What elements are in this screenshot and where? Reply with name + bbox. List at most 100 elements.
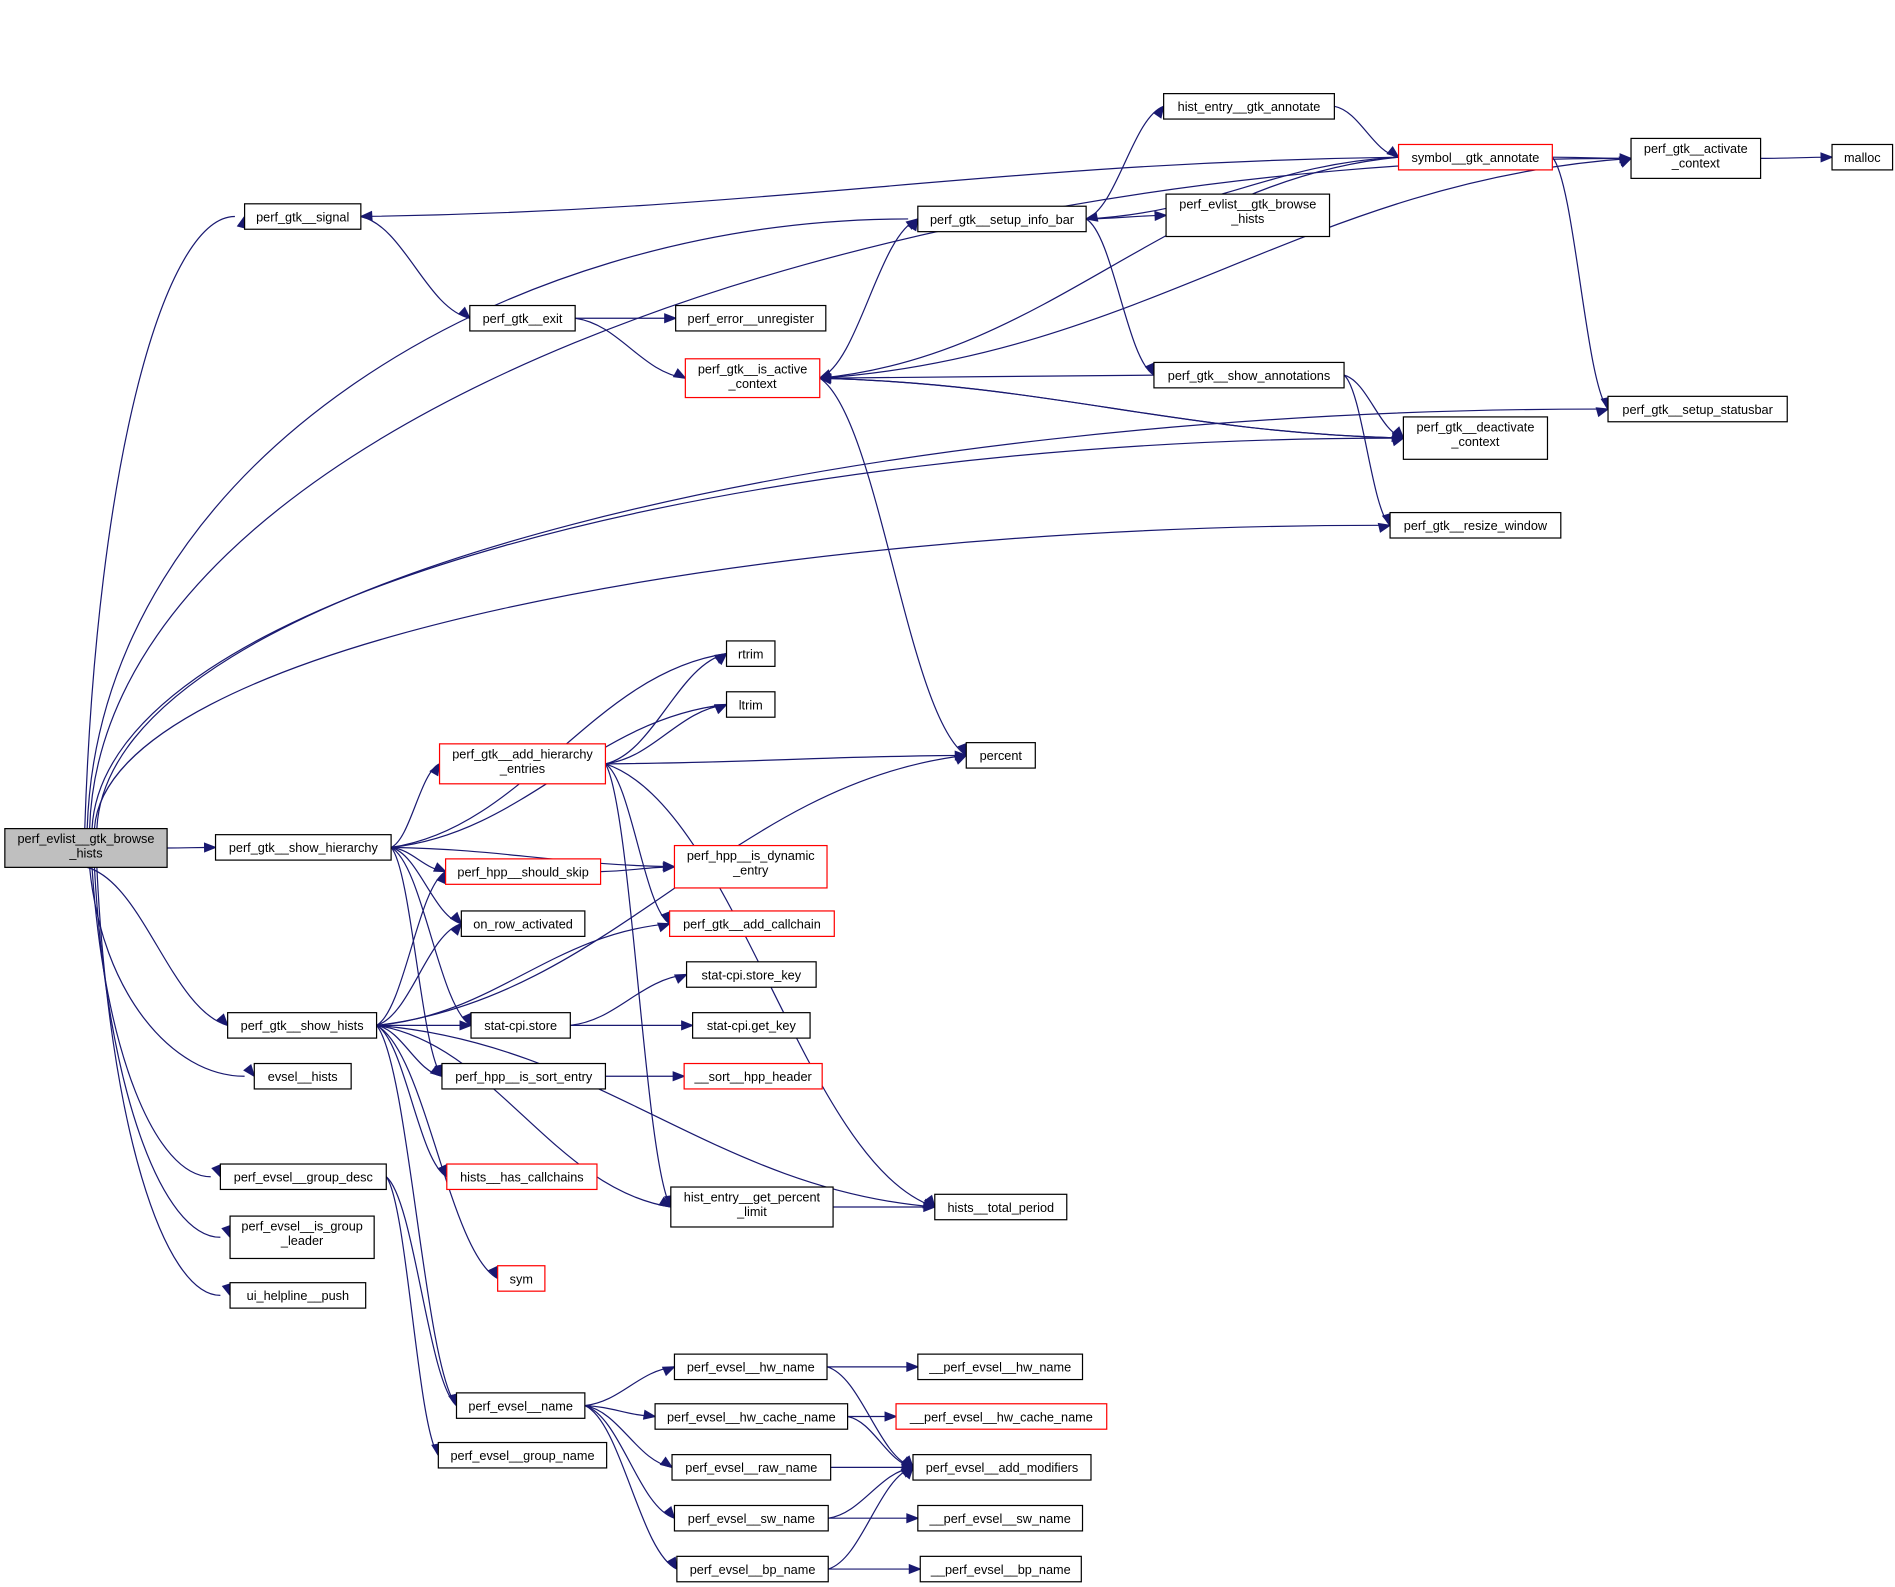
node-label: perf_evsel__raw_name — [685, 1460, 817, 1475]
arrowhead-icon — [664, 313, 678, 324]
edge-show_hier-to-should_skip — [391, 846, 448, 873]
edge-root-to-show_hier — [167, 842, 218, 853]
arrowhead-icon — [450, 922, 463, 936]
node-group-name[interactable]: perf_evsel__group_name — [437, 1441, 608, 1469]
node---hw-cache[interactable]: __perf_evsel__hw_cache_name — [895, 1403, 1108, 1430]
node-show-hists[interactable]: perf_gtk__show_hists — [227, 1012, 378, 1039]
node-sort-hdr[interactable]: __sort__hpp_header — [683, 1062, 823, 1090]
arrowhead-icon — [818, 374, 832, 385]
node-hw-name[interactable]: perf_evsel__hw_name — [673, 1353, 828, 1381]
node-add-mod[interactable]: perf_evsel__add_modifiers — [912, 1454, 1092, 1481]
node-deactivate[interactable]: perf_gtk__deactivate_context — [1402, 416, 1549, 460]
edge-line — [819, 157, 1632, 379]
node---bp-name[interactable]: __perf_evsel__bp_name — [919, 1555, 1082, 1583]
node-browse2[interactable]: perf_evlist__gtk_browse_hists — [1165, 193, 1331, 238]
node-show-annot[interactable]: perf_gtk__show_annotations — [1153, 361, 1345, 389]
edge-add_hier-to-rtrim — [605, 652, 728, 765]
node-pct-limit[interactable]: hist_entry__get_percent_limit — [670, 1186, 834, 1228]
node-is-active[interactable]: perf_gtk__is_active_context — [684, 358, 821, 399]
node-add-hier[interactable]: perf_gtk__add_hierarchy_entries — [438, 743, 607, 785]
node-helpline[interactable]: ui_helpline__push — [229, 1282, 367, 1309]
node-should-skip[interactable]: perf_hpp__should_skip — [444, 858, 602, 885]
node-statusbar[interactable]: perf_gtk__setup_statusbar — [1607, 395, 1788, 423]
edge-line — [84, 215, 235, 829]
node-root[interactable]: perf_evlist__gtk_browse_hists — [4, 828, 168, 868]
node-group-desc[interactable]: perf_evsel__group_desc — [219, 1163, 387, 1191]
node-label: perf_evsel__group_name — [450, 1448, 594, 1463]
node-evsel-hists[interactable]: evsel__hists — [253, 1062, 352, 1090]
edge-line — [87, 866, 228, 1026]
node-rtrim[interactable]: rtrim — [725, 640, 776, 667]
node-is-sort[interactable]: perf_hpp__is_sort_entry — [441, 1062, 607, 1090]
node-setup-info[interactable]: perf_gtk__setup_info_bar — [917, 205, 1087, 233]
node-label: perf_evsel__name — [468, 1398, 573, 1413]
edge-root-to-helpline — [96, 867, 232, 1297]
node-ltrim[interactable]: ltrim — [725, 691, 776, 718]
node-box — [1397, 143, 1553, 171]
arrowhead-icon — [459, 1020, 473, 1031]
edge-sw_name-to-__sw_name — [828, 1513, 920, 1524]
node-add-callchain[interactable]: perf_gtk__add_callchain — [669, 910, 835, 937]
node-box — [1389, 511, 1562, 539]
node-label: __perf_evsel__hw_name — [928, 1360, 1071, 1375]
node-resize[interactable]: perf_gtk__resize_window — [1389, 511, 1562, 539]
node-box — [4, 828, 168, 868]
node-label: stat-cpi.store_key — [702, 967, 802, 982]
node-hist-annot[interactable]: hist_entry__gtk_annotate — [1163, 93, 1335, 120]
edge-signal-to-exit — [360, 215, 472, 320]
node-label: _leader — [280, 1233, 324, 1248]
node---sw-name[interactable]: __perf_evsel__sw_name — [917, 1504, 1084, 1532]
arrowhead-icon — [907, 217, 919, 232]
arrowhead-icon — [642, 1409, 657, 1420]
arrowhead-icon — [1820, 152, 1834, 163]
node-activate[interactable]: perf_gtk__activate_context — [1630, 137, 1762, 179]
edge-line — [91, 867, 211, 1178]
node-box — [895, 1403, 1108, 1430]
edge-root-to-statusbar — [96, 407, 1610, 829]
edge-line — [1085, 105, 1164, 220]
node-bp-name[interactable]: perf_evsel__bp_name — [676, 1555, 829, 1583]
node-store[interactable]: stat-cpi.store — [470, 1012, 571, 1039]
arrowhead-icon — [203, 842, 218, 853]
node-box — [1153, 361, 1345, 389]
edge-line — [86, 218, 909, 829]
node-box — [446, 1163, 598, 1191]
node-label: __perf_evsel__sw_name — [929, 1511, 1071, 1526]
node-sym-annot[interactable]: symbol__gtk_annotate — [1397, 143, 1553, 171]
node-show-hier[interactable]: perf_gtk__show_hierarchy — [214, 834, 392, 861]
node-sym[interactable]: sym — [497, 1265, 546, 1292]
edge-line — [1085, 218, 1155, 376]
edge-line — [376, 923, 670, 1026]
node-box — [460, 910, 586, 937]
node-get-key[interactable]: stat-cpi.get_key — [692, 1012, 811, 1039]
node-box — [725, 691, 776, 718]
node-box — [676, 1555, 829, 1583]
node-exit[interactable]: perf_gtk__exit — [469, 304, 576, 332]
node-label: perf_hpp__is_sort_entry — [455, 1069, 593, 1084]
node-has-cc[interactable]: hists__has_callchains — [446, 1163, 598, 1191]
node-signal[interactable]: perf_gtk__signal — [243, 203, 362, 230]
node-percent[interactable]: percent — [965, 742, 1036, 769]
node-raw-name[interactable]: perf_evsel__raw_name — [671, 1454, 832, 1481]
node-err-unreg[interactable]: perf_error__unregister — [675, 304, 827, 332]
node-label: perf_evlist__gtk_browse — [17, 831, 154, 846]
node-label: perf_gtk__add_hierarchy — [452, 746, 593, 761]
node-is-dynamic[interactable]: perf_hpp__is_dynamic_entry — [673, 844, 828, 889]
node-label: symbol__gtk_annotate — [1412, 150, 1540, 165]
edge-show_hists-to-store — [376, 1020, 473, 1031]
arrowhead-icon — [673, 973, 689, 984]
node---hw-name[interactable]: __perf_evsel__hw_name — [917, 1353, 1084, 1381]
edge-line — [584, 1405, 675, 1519]
node-evsel-name[interactable]: perf_evsel__name — [455, 1392, 586, 1419]
node-box — [673, 844, 828, 889]
node-on-row[interactable]: on_row_activated — [460, 910, 586, 937]
node-total-period[interactable]: hists__total_period — [934, 1193, 1068, 1221]
node-store-key[interactable]: stat-cpi.store_key — [685, 961, 817, 988]
node-hw-cache[interactable]: perf_evsel__hw_cache_name — [654, 1403, 849, 1430]
edge-should_skip-to-is_dynamic — [600, 862, 677, 873]
node-sw-name[interactable]: perf_evsel__sw_name — [673, 1504, 829, 1532]
arrowhead-icon — [661, 1366, 676, 1377]
node-is-leader[interactable]: perf_evsel__is_group_leader — [229, 1215, 375, 1260]
node-malloc[interactable]: malloc — [1831, 143, 1894, 171]
